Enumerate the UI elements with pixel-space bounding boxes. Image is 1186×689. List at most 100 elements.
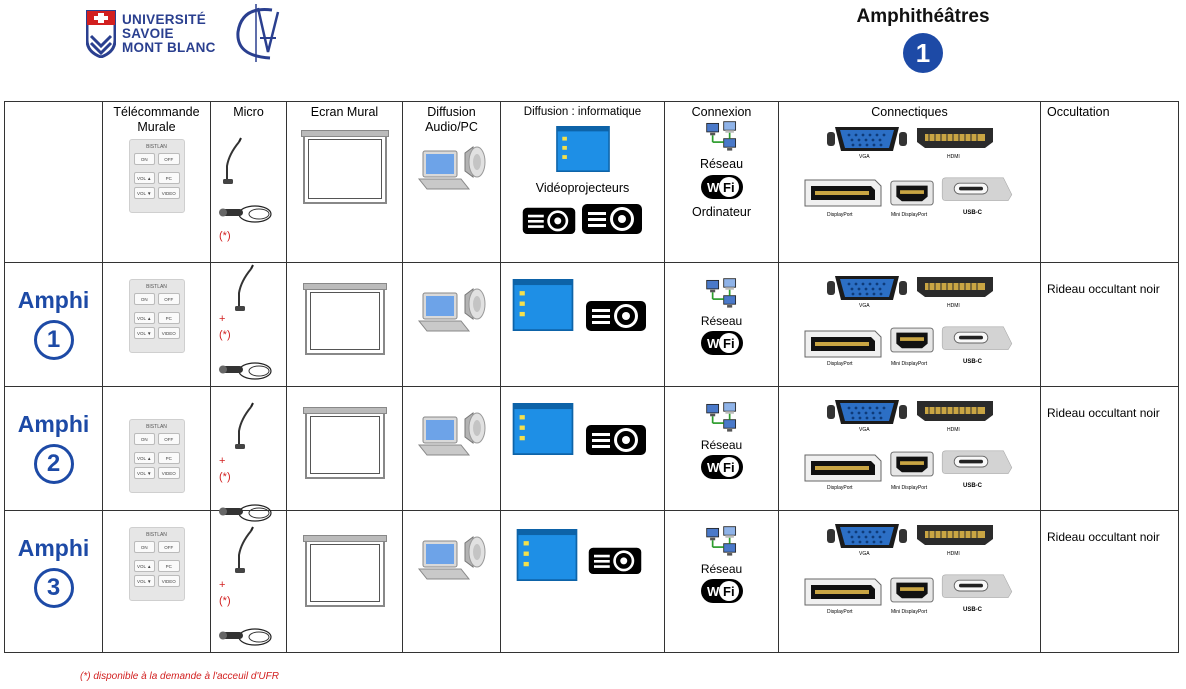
header-micro: Micro (*) bbox=[210, 101, 287, 263]
mini-displayport-icon bbox=[889, 178, 935, 208]
vga-icon bbox=[827, 273, 907, 303]
connector-label: HDMI bbox=[947, 551, 960, 557]
header-label: Connexion bbox=[691, 105, 752, 119]
header-occultation: Occultation bbox=[1040, 101, 1179, 263]
remote-button: OFF bbox=[158, 433, 180, 445]
projector-icon bbox=[583, 419, 649, 459]
ca-monogram-logo bbox=[236, 4, 280, 62]
connectiques-cell: VGA HDMI DisplayPort Mini DisplayPort US… bbox=[778, 510, 1041, 653]
header-label: Vidéoprojecteurs bbox=[535, 181, 630, 195]
displayport-icon bbox=[803, 453, 883, 483]
wall-remote-icon: BISTLAN ON OFF VOL ▲ PC VOL ▼ VIDEO bbox=[128, 279, 185, 353]
header-label: Réseau bbox=[699, 157, 744, 171]
connexion-cell: Réseau bbox=[664, 386, 779, 511]
desktop-screen-icon bbox=[511, 279, 575, 331]
university-name: UNIVERSITÉ SAVOIE MONT BLANC bbox=[122, 13, 216, 55]
wall-screen-icon bbox=[302, 535, 387, 607]
amphi-number: 2 bbox=[33, 444, 74, 484]
remote-button: PC bbox=[158, 172, 180, 184]
wall-screen-icon bbox=[302, 407, 387, 479]
connector-label: Mini DisplayPort bbox=[891, 609, 928, 615]
connector-label: HDMI bbox=[947, 427, 960, 433]
remote-button: VOL ▲ bbox=[133, 312, 155, 324]
header-label: Télécommande Murale bbox=[113, 105, 200, 134]
remote-button: VOL ▼ bbox=[133, 575, 155, 587]
audio-cell bbox=[402, 386, 501, 511]
header-ecran: Ecran Mural bbox=[286, 101, 403, 263]
remote-button: VIDEO bbox=[158, 575, 180, 587]
usb-c-icon bbox=[941, 567, 1013, 603]
header-label: Occultation bbox=[1047, 105, 1110, 119]
mic-note: (*) bbox=[219, 595, 231, 607]
reseau-label: Réseau bbox=[700, 314, 743, 328]
footnote: (*) disponible à la demande à l'acceuil … bbox=[80, 671, 279, 682]
remote-button: VIDEO bbox=[158, 187, 180, 199]
projector-icon bbox=[521, 202, 577, 238]
gooseneck-mic-icon bbox=[231, 401, 261, 451]
remote-button: OFF bbox=[158, 541, 180, 553]
occultation-text: Rideau occultant noir bbox=[1047, 530, 1160, 544]
table-row: Amphi 1 BISTLAN ON OFF VOL ▲ PC VOL ▼ VI… bbox=[4, 262, 1179, 387]
header-informatique: Diffusion : informatique Vidéoprojecteur… bbox=[500, 101, 665, 263]
table-row: Amphi 3 BISTLAN ON OFF VOL ▲ PC VOL ▼ VI… bbox=[4, 510, 1179, 653]
vga-icon bbox=[827, 397, 907, 427]
connector-label: USB-C bbox=[963, 210, 982, 216]
connector-label: DisplayPort bbox=[827, 361, 853, 367]
connector-label: HDMI bbox=[947, 154, 960, 160]
header-audio: Diffusion Audio/PC bbox=[402, 101, 501, 263]
header-label: Diffusion Audio/PC bbox=[425, 105, 478, 134]
vga-icon bbox=[827, 521, 907, 551]
connector-label: VGA bbox=[859, 427, 870, 433]
remote-cell: BISTLAN ON OFF VOL ▲ PC VOL ▼ VIDEO bbox=[102, 386, 211, 511]
remote-button: OFF bbox=[158, 153, 180, 165]
wifi-icon bbox=[700, 174, 744, 200]
mic-plus: + bbox=[219, 313, 226, 325]
connector-label: Mini DisplayPort bbox=[891, 212, 928, 218]
amphi-cell: Amphi 3 bbox=[4, 510, 103, 653]
network-icon bbox=[704, 525, 740, 559]
occultation-text: Rideau occultant noir bbox=[1047, 406, 1160, 420]
occultation-text: Rideau occultant noir bbox=[1047, 282, 1160, 296]
hdmi-icon bbox=[915, 275, 995, 299]
remote-button: PC bbox=[158, 452, 180, 464]
network-icon bbox=[704, 120, 740, 154]
screen-cell bbox=[286, 510, 403, 653]
connectiques-cell: VGA HDMI DisplayPort Mini DisplayPort US… bbox=[778, 386, 1041, 511]
projector-icon bbox=[580, 198, 644, 238]
audio-cell bbox=[402, 262, 501, 387]
gooseneck-mic-icon bbox=[231, 263, 261, 313]
connexion-cell: Réseau bbox=[664, 510, 779, 653]
amphi-number-badge: 1 bbox=[903, 33, 943, 73]
remote-button: VOL ▼ bbox=[133, 327, 155, 339]
wifi-icon bbox=[700, 578, 744, 604]
connector-label: HDMI bbox=[947, 303, 960, 309]
header-label: Ordinateur bbox=[691, 205, 752, 219]
remote-brand: BISTLAN bbox=[146, 424, 167, 430]
connector-label: USB-C bbox=[963, 483, 982, 489]
wall-remote-icon: BISTLAN ON OFF VOL ▲ PC VOL ▼ VIDEO bbox=[128, 139, 185, 213]
wifi-icon bbox=[700, 330, 744, 356]
header-label: Diffusion : informatique bbox=[523, 106, 642, 118]
remote-button: VOL ▲ bbox=[133, 452, 155, 464]
mic-note: (*) bbox=[219, 471, 231, 483]
table-row: Amphi 2 BISTLAN ON OFF VOL ▲ PC VOL ▼ VI… bbox=[4, 386, 1179, 511]
audio-cell bbox=[402, 510, 501, 653]
mic-note: (*) bbox=[219, 329, 231, 341]
connector-label: USB-C bbox=[963, 607, 982, 613]
desktop-screen-icon bbox=[515, 529, 579, 581]
displayport-icon bbox=[803, 329, 883, 359]
connector-label: DisplayPort bbox=[827, 485, 853, 491]
remote-button: PC bbox=[158, 312, 180, 324]
amphi-cell: Amphi 1 bbox=[4, 262, 103, 387]
laptop-speaker-icon bbox=[417, 403, 487, 463]
projector-icon bbox=[587, 541, 643, 579]
amphi-name: Amphi bbox=[17, 535, 90, 561]
desktop-screen-icon bbox=[511, 403, 575, 455]
screen-cell bbox=[286, 262, 403, 387]
connector-label: DisplayPort bbox=[827, 609, 853, 615]
remote-button: PC bbox=[158, 560, 180, 572]
connectors-group: VGA HDMI DisplayPort Mini DisplayPort US… bbox=[779, 387, 1040, 507]
wall-screen-icon bbox=[302, 283, 387, 355]
amphi-number: 3 bbox=[33, 568, 74, 608]
connector-label: VGA bbox=[859, 551, 870, 557]
